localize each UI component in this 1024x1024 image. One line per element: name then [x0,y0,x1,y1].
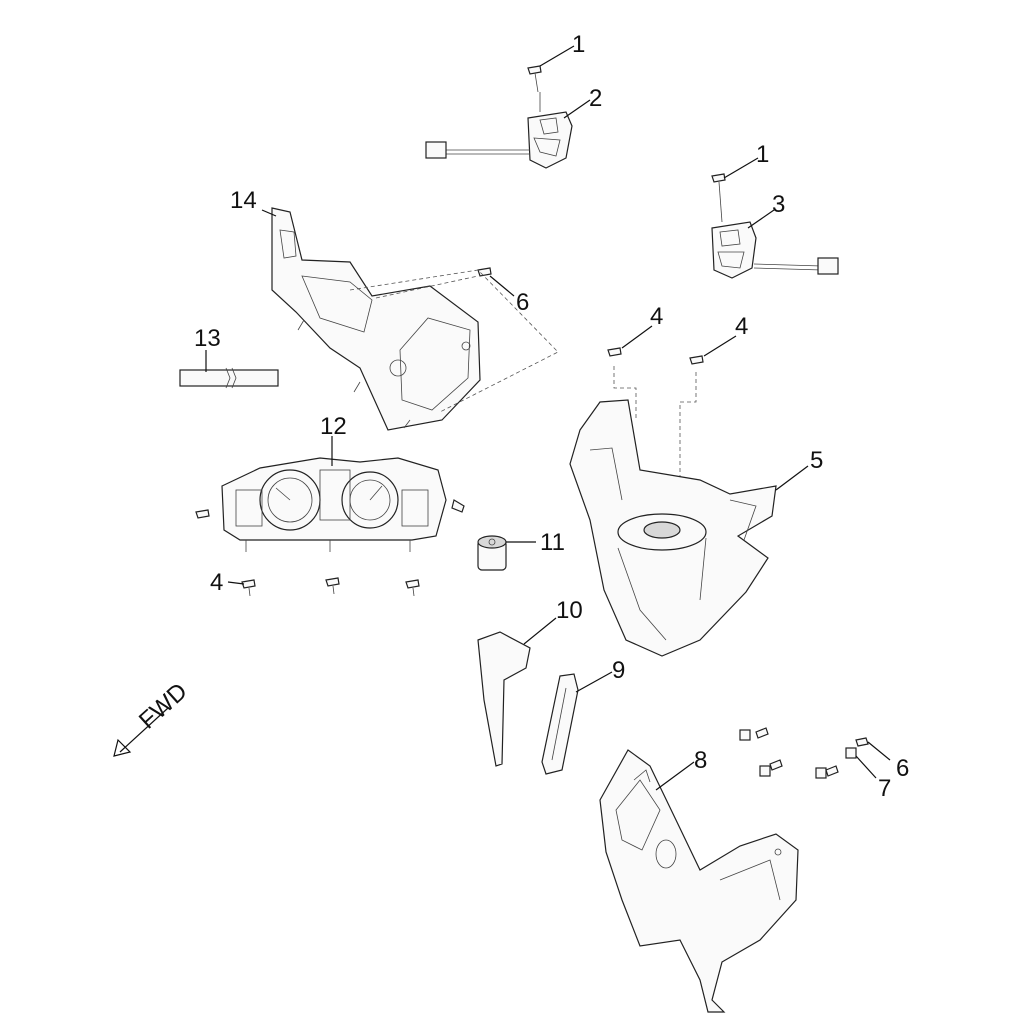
screw-1-upper [527,65,542,112]
switch-2-left [425,111,573,169]
callout-6-lower: 6 [896,755,909,782]
leader-lines [205,45,891,791]
callout-10: 10 [556,597,583,624]
clips-7 [739,727,869,779]
callout-12: 12 [320,413,347,440]
cover-10 [477,631,531,767]
socket-11 [477,535,507,571]
leg-shield-8 [599,749,799,1013]
fwd-arrow: FWD [113,678,193,757]
panel-5 [569,399,777,657]
callout-6-upper: 6 [516,289,529,316]
bracket-14 [271,207,559,431]
screw-1-right [711,173,726,223]
instrument-cluster-12 [195,457,465,597]
callout-1-right: 1 [756,141,769,168]
strip-13 [179,367,279,389]
trim-9 [541,673,579,775]
callout-numbers: 1 2 1 3 14 6 13 4 4 12 5 11 4 10 9 8 6 7 [194,31,909,802]
callout-7: 7 [878,775,891,802]
callout-4-right-top: 4 [735,313,748,340]
screws-4-right [607,347,704,500]
callout-14: 14 [230,187,257,214]
callout-3: 3 [772,191,785,218]
callout-9: 9 [612,657,625,684]
switch-3-right [711,221,839,279]
callout-2: 2 [589,85,602,112]
callout-8: 8 [694,747,707,774]
fwd-label: FWD [134,678,193,735]
callout-1-top: 1 [572,31,585,58]
callout-4-left-top: 4 [650,303,663,330]
callout-13: 13 [194,325,221,352]
callout-5: 5 [810,447,823,474]
callout-11: 11 [540,529,565,556]
callout-4-cluster: 4 [210,569,223,596]
